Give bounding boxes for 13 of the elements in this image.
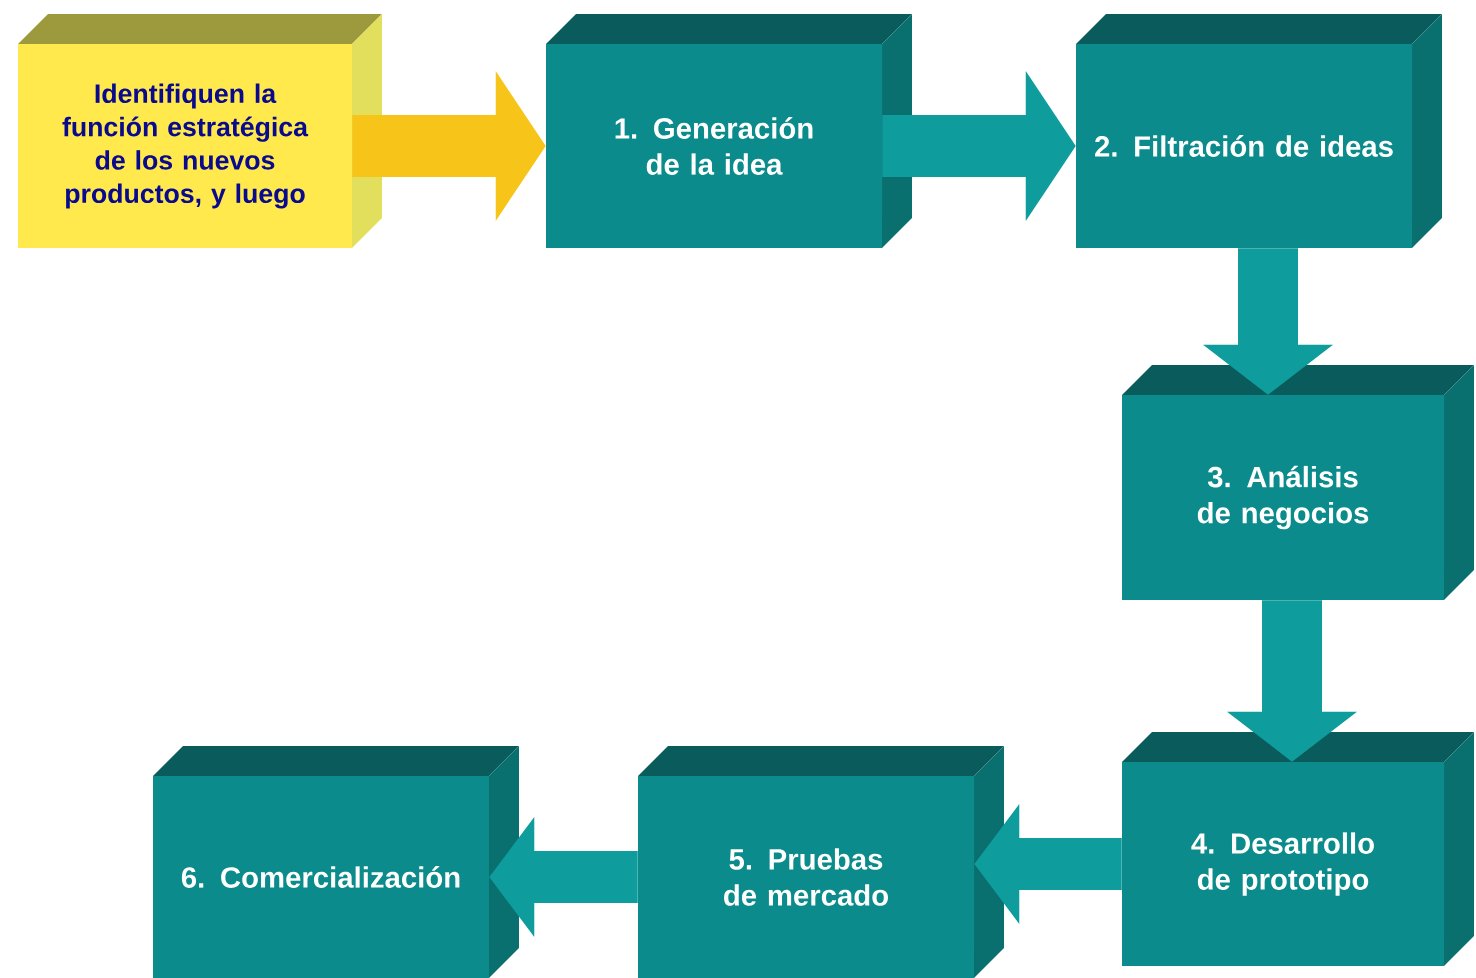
process-box: 4. Desarrollo de prototipo (1122, 732, 1474, 966)
process-box: 2. Filtración de ideas (1076, 14, 1442, 248)
process-box: 5. Pruebas de mercado (638, 746, 1004, 978)
block-arrow (352, 71, 546, 221)
block-arrow (882, 71, 1076, 221)
process-box: 6. Comercialización (153, 746, 519, 978)
process-box: 3. Análisis de negocios (1122, 365, 1474, 600)
block-arrow (1203, 248, 1333, 395)
block-arrow (489, 817, 638, 937)
block-arrow (1227, 600, 1357, 762)
block-arrow (974, 804, 1122, 924)
process-box: 1. Generación de la idea (546, 14, 912, 248)
process-box: Identifiquen la función estratégica de los nuevos productos, y luego (18, 14, 382, 248)
